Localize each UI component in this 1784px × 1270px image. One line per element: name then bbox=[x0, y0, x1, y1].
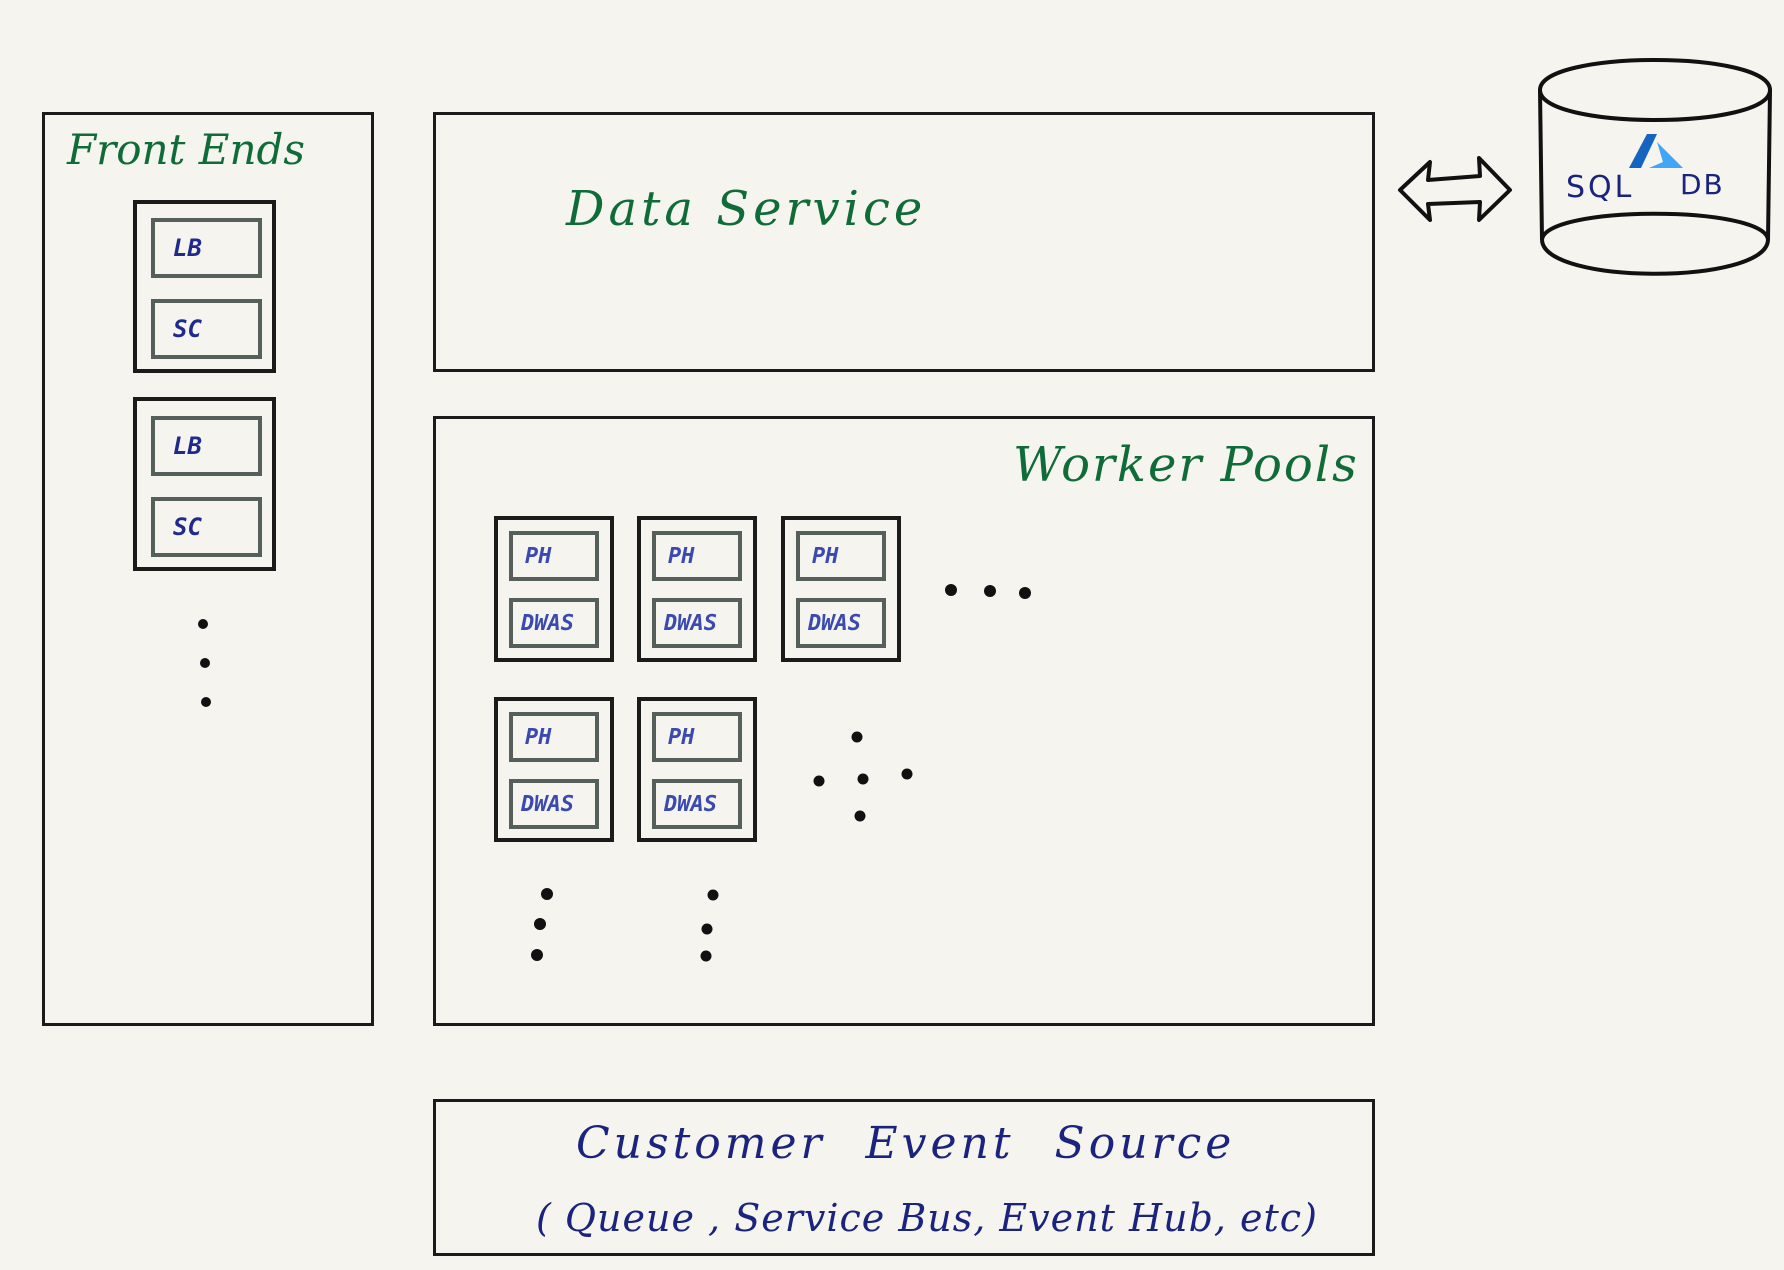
ph-box: PH bbox=[652, 531, 742, 581]
load-balancer-box: LB bbox=[151, 218, 262, 278]
worker-instance: PH DWAS bbox=[494, 697, 614, 842]
dwas-box: DWAS bbox=[509, 779, 599, 829]
sc-label: SC bbox=[173, 513, 202, 541]
worker-instance: PH DWAS bbox=[637, 516, 757, 662]
front-ends-panel: Front Ends bbox=[42, 112, 374, 1026]
bidirectional-arrow-icon bbox=[1398, 156, 1512, 222]
db-label: DB bbox=[1680, 168, 1725, 201]
ph-label: PH bbox=[525, 543, 552, 569]
ph-box: PH bbox=[509, 531, 599, 581]
event-source-panel: Customer Event Source ( Queue , Service … bbox=[433, 1099, 1375, 1256]
front-end-group: LB SC bbox=[133, 200, 276, 373]
database-cylinder-icon bbox=[1537, 58, 1773, 276]
data-service-title: Data Service bbox=[566, 181, 927, 237]
lb-label: LB bbox=[173, 432, 202, 460]
event-source-subtitle: ( Queue , Service Bus, Event Hub, etc) bbox=[536, 1196, 1318, 1240]
ph-box: PH bbox=[652, 712, 742, 762]
front-ends-title: Front Ends bbox=[67, 125, 305, 174]
worker-instance: PH DWAS bbox=[494, 516, 614, 662]
sql-label: SQL bbox=[1566, 170, 1635, 205]
azure-logo-icon bbox=[1629, 134, 1683, 168]
dwas-box: DWAS bbox=[652, 779, 742, 829]
front-end-group: LB SC bbox=[133, 397, 276, 571]
worker-more-dots bbox=[531, 584, 1031, 962]
worker-pools-title: Worker Pools bbox=[1013, 437, 1359, 493]
dwas-box: DWAS bbox=[796, 598, 886, 648]
ph-box: PH bbox=[796, 531, 886, 581]
ph-label: PH bbox=[668, 543, 695, 569]
ph-label: PH bbox=[668, 724, 695, 750]
dwas-label: DWAS bbox=[521, 791, 574, 817]
dwas-label: DWAS bbox=[521, 610, 574, 636]
dwas-label: DWAS bbox=[664, 791, 717, 817]
worker-instance: PH DWAS bbox=[781, 516, 901, 662]
data-service-panel: Data Service bbox=[433, 112, 1375, 372]
load-balancer-box: LB bbox=[151, 416, 262, 476]
lb-label: LB bbox=[173, 234, 202, 262]
dwas-box: DWAS bbox=[652, 598, 742, 648]
sql-database: SQL DB bbox=[1530, 40, 1780, 290]
dwas-label: DWAS bbox=[664, 610, 717, 636]
ph-box: PH bbox=[509, 712, 599, 762]
dwas-label: DWAS bbox=[808, 610, 861, 636]
dwas-box: DWAS bbox=[509, 598, 599, 648]
sc-box: SC bbox=[151, 299, 262, 359]
worker-instance: PH DWAS bbox=[637, 697, 757, 842]
ph-label: PH bbox=[525, 724, 552, 750]
worker-pools-panel: Worker Pools bbox=[433, 416, 1375, 1026]
sc-box: SC bbox=[151, 497, 262, 557]
front-ends-more-dots bbox=[198, 619, 211, 707]
ph-label: PH bbox=[812, 543, 839, 569]
event-source-title: Customer Event Source bbox=[576, 1118, 1236, 1169]
sc-label: SC bbox=[173, 315, 202, 343]
